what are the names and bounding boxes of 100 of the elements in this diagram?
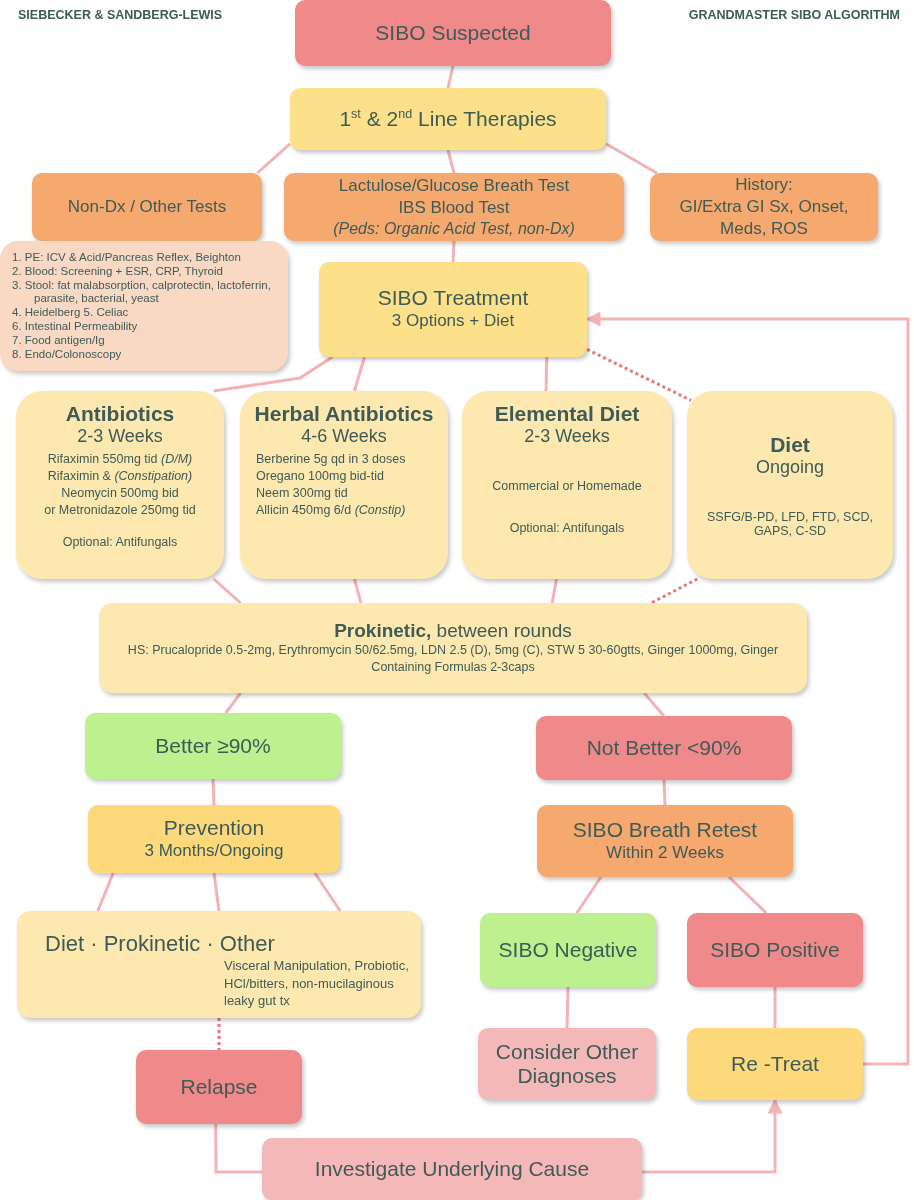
list-item: 8. Endo/Colonoscopy (12, 347, 123, 362)
process-box (536, 716, 792, 780)
process-box (319, 262, 587, 357)
process-box (687, 1028, 863, 1100)
node-text: Within 2 Weeks (605, 841, 725, 864)
node-title: SIBO Negative (497, 938, 639, 962)
connector-line (446, 149, 456, 174)
node-title: Diet · Prokinetic · Other (44, 931, 276, 957)
node-title: SIBO Positive (709, 938, 841, 962)
node-text: Oregano 100mg bid-tid (255, 468, 385, 485)
connector-line (662, 779, 667, 806)
process-box (687, 391, 893, 579)
node-text: 3 Options + Diet (390, 310, 516, 333)
connector-line (352, 356, 366, 392)
process-box (537, 805, 793, 877)
connector-line (256, 142, 291, 175)
list-item: 6. Intestinal Permeability (12, 320, 139, 334)
connector-line (213, 355, 334, 393)
node-title: SIBO Suspected (374, 21, 532, 45)
connector-line (643, 692, 666, 717)
process-box (99, 603, 807, 693)
connector-line (96, 872, 115, 912)
process-box (32, 173, 262, 241)
connector-line (727, 875, 768, 915)
connector-line (605, 142, 658, 175)
node-text: IBS Blood Test (397, 196, 511, 219)
node-title: Prevention (162, 815, 266, 840)
connector-line (352, 578, 363, 604)
node-title: Not Better <90% (585, 736, 743, 760)
connector-line (544, 356, 549, 392)
process-box (0, 241, 288, 371)
node-text: Optional: Antifungals (508, 521, 626, 536)
list-item: 2. Blood: Screening + ESR, CRP, Thyroid (12, 264, 224, 279)
node-title: Relapse (179, 1075, 259, 1099)
process-box (295, 0, 611, 66)
node-text: GI/Extra GI Sx, Onset, Meds, ROS (678, 195, 850, 241)
node-text: Rifaximin 550mg tid (D/M) (46, 451, 194, 469)
duration-text: Ongoing (754, 457, 826, 479)
node-text: Lactulose/Glucose Breath Test (337, 174, 571, 197)
node-title: Investigate Underlying Cause (313, 1157, 591, 1181)
node-title: Re -Treat (730, 1052, 820, 1076)
duration-text: 2-3 Weeks (76, 426, 164, 448)
process-box (240, 391, 448, 579)
node-title: SIBO Treatment (376, 286, 530, 311)
process-box (478, 1028, 656, 1100)
node-heading: Elemental Diet (493, 401, 641, 427)
node-text: Optional: Antifungals (61, 534, 179, 549)
process-box (16, 391, 224, 579)
node-heading: Prokinetic, between rounds (333, 620, 573, 643)
process-box (262, 1138, 642, 1200)
node-text: Berberine 5g qd in 3 doses (255, 451, 407, 469)
process-box (136, 1050, 302, 1124)
node-title: 1$^{st}$ & 2$^{nd}$ Line Therapies (338, 107, 558, 131)
duration-text: 2-3 Weeks (523, 426, 611, 448)
connector-line (451, 240, 456, 263)
connector-line (650, 577, 698, 605)
connector-line (313, 872, 342, 912)
author-label: SIEBECKER & SANDBERG-LEWIS (18, 8, 223, 22)
diagram-title: GRANDMASTER SIBO ALGORITHM (688, 8, 900, 22)
connector-line (217, 1018, 221, 1050)
connector-line (550, 578, 558, 604)
process-box (85, 713, 341, 779)
connector-line (446, 65, 455, 89)
process-box (284, 173, 624, 241)
process-box (290, 88, 606, 150)
node-heading: Antibiotics (64, 401, 176, 427)
node-title: Consider Other Diagnoses (494, 1040, 640, 1088)
node-text: Neem 300mg tid (255, 484, 349, 502)
node-text: or Metronidazole 250mg tid (43, 501, 197, 519)
process-box (687, 913, 863, 987)
connector-line (565, 986, 570, 1029)
node-text: Non-Dx / Other Tests (66, 195, 228, 218)
connector-line (214, 1124, 262, 1174)
node-text: 3 Months/Ongoing (143, 839, 285, 862)
connector-line (773, 987, 777, 1028)
list-item: 1. PE: ICV & Acid/Pancreas Reflex, Beighton (12, 251, 242, 265)
node-text: Commercial or Homemade (491, 479, 643, 494)
node-title: Better ≥90% (154, 734, 272, 758)
node-heading: Diet (769, 431, 811, 458)
node-text: HS: Prucalopride 0.5-2mg, Erythromycin 50/62.5mg, LDN 2.5 (D), 5mg (C), STW 5 30-60gtts, Ginger 1000mg, Ginger Containing Formulas 2-3caps (126, 642, 780, 676)
connector-line (586, 348, 692, 402)
node-text: History: (734, 173, 794, 196)
connector-line (211, 778, 216, 806)
list-item: 4. Heidelberg 5. Celiac (12, 306, 130, 320)
arrow (642, 1098, 783, 1174)
connector-line (212, 872, 221, 912)
process-box (462, 391, 672, 579)
connector-line (212, 577, 242, 605)
connector-line (575, 876, 603, 914)
node-note: (Peds: Organic Acid Test, non-Dx) (332, 218, 576, 239)
node-title: SIBO Breath Retest (571, 817, 759, 842)
node-text: Visceral Manipulation, Probiotic, HCl/bitters, non-mucilaginous leaky gut tx (224, 957, 409, 1010)
arrow (585, 311, 910, 1066)
node-text: Allicin 450mg 6/d (Constip) (255, 501, 407, 519)
process-box (17, 911, 421, 1018)
process-box (650, 173, 878, 241)
list-item: 7. Food antigen/Ig (12, 333, 106, 348)
node-text: SSFG/B-PD, LFD, FTD, SCD, GAPS, C-SD (706, 510, 874, 539)
process-box (480, 913, 656, 987)
node-heading: Herbal Antibiotics (253, 401, 435, 427)
